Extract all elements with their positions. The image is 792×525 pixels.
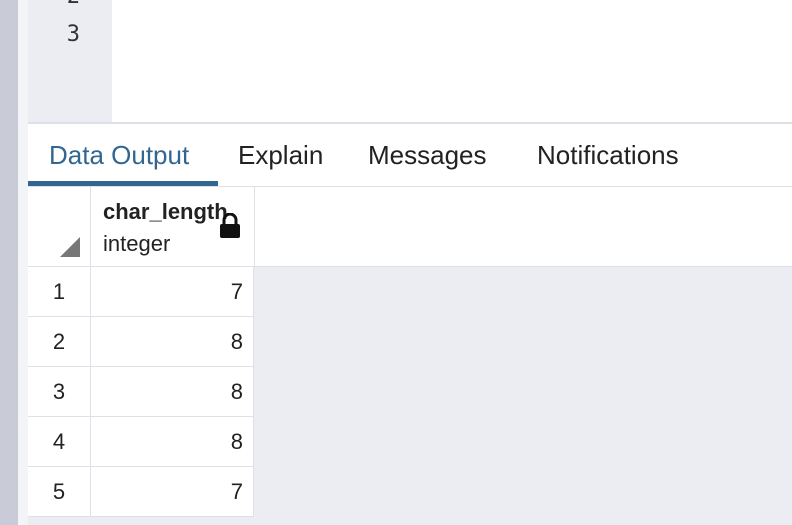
table-row[interactable]: 1 7 (28, 267, 254, 317)
table-cell[interactable]: 7 (91, 267, 254, 316)
tab-data-output[interactable]: Data Output (49, 140, 190, 170)
column-header-char-length[interactable]: char_length integer (91, 187, 255, 266)
table-row[interactable]: 3 8 (28, 367, 254, 417)
active-tab-indicator (28, 181, 218, 186)
table-cell[interactable]: 8 (91, 317, 254, 366)
line-number-gutter: 2 3 (28, 0, 112, 122)
tab-explain[interactable]: Explain (238, 140, 324, 170)
row-number[interactable]: 3 (28, 367, 91, 416)
data-grid: char_length integer 1 7 2 8 3 8 4 8 5 7 (28, 187, 792, 525)
row-number[interactable]: 4 (28, 417, 91, 466)
select-all-corner[interactable] (28, 187, 91, 266)
query-editor[interactable]: 2 3 (28, 0, 792, 122)
lock-icon (220, 213, 240, 238)
table-row[interactable]: 4 8 (28, 417, 254, 467)
column-name: char_length (103, 199, 228, 224)
tab-notifications[interactable]: Notifications (537, 140, 679, 170)
column-type: integer (103, 231, 171, 256)
table-cell[interactable]: 8 (91, 367, 254, 416)
row-number[interactable]: 5 (28, 467, 91, 516)
line-number: 2 (67, 0, 80, 9)
output-tabs: Data Output Explain Messages Notificatio… (28, 124, 792, 187)
line-number: 3 (66, 22, 80, 47)
table-cell[interactable]: 8 (91, 417, 254, 466)
editor-divider (28, 122, 792, 124)
table-cell[interactable]: 7 (91, 467, 254, 516)
left-panel-rail (0, 0, 18, 525)
tab-messages[interactable]: Messages (368, 140, 487, 170)
select-all-icon (60, 237, 80, 257)
row-number[interactable]: 1 (28, 267, 91, 316)
row-number[interactable]: 2 (28, 317, 91, 366)
panel-gap (18, 0, 28, 525)
table-row[interactable]: 2 8 (28, 317, 254, 367)
table-row[interactable]: 5 7 (28, 467, 254, 517)
grid-header-row: char_length integer (28, 187, 792, 267)
